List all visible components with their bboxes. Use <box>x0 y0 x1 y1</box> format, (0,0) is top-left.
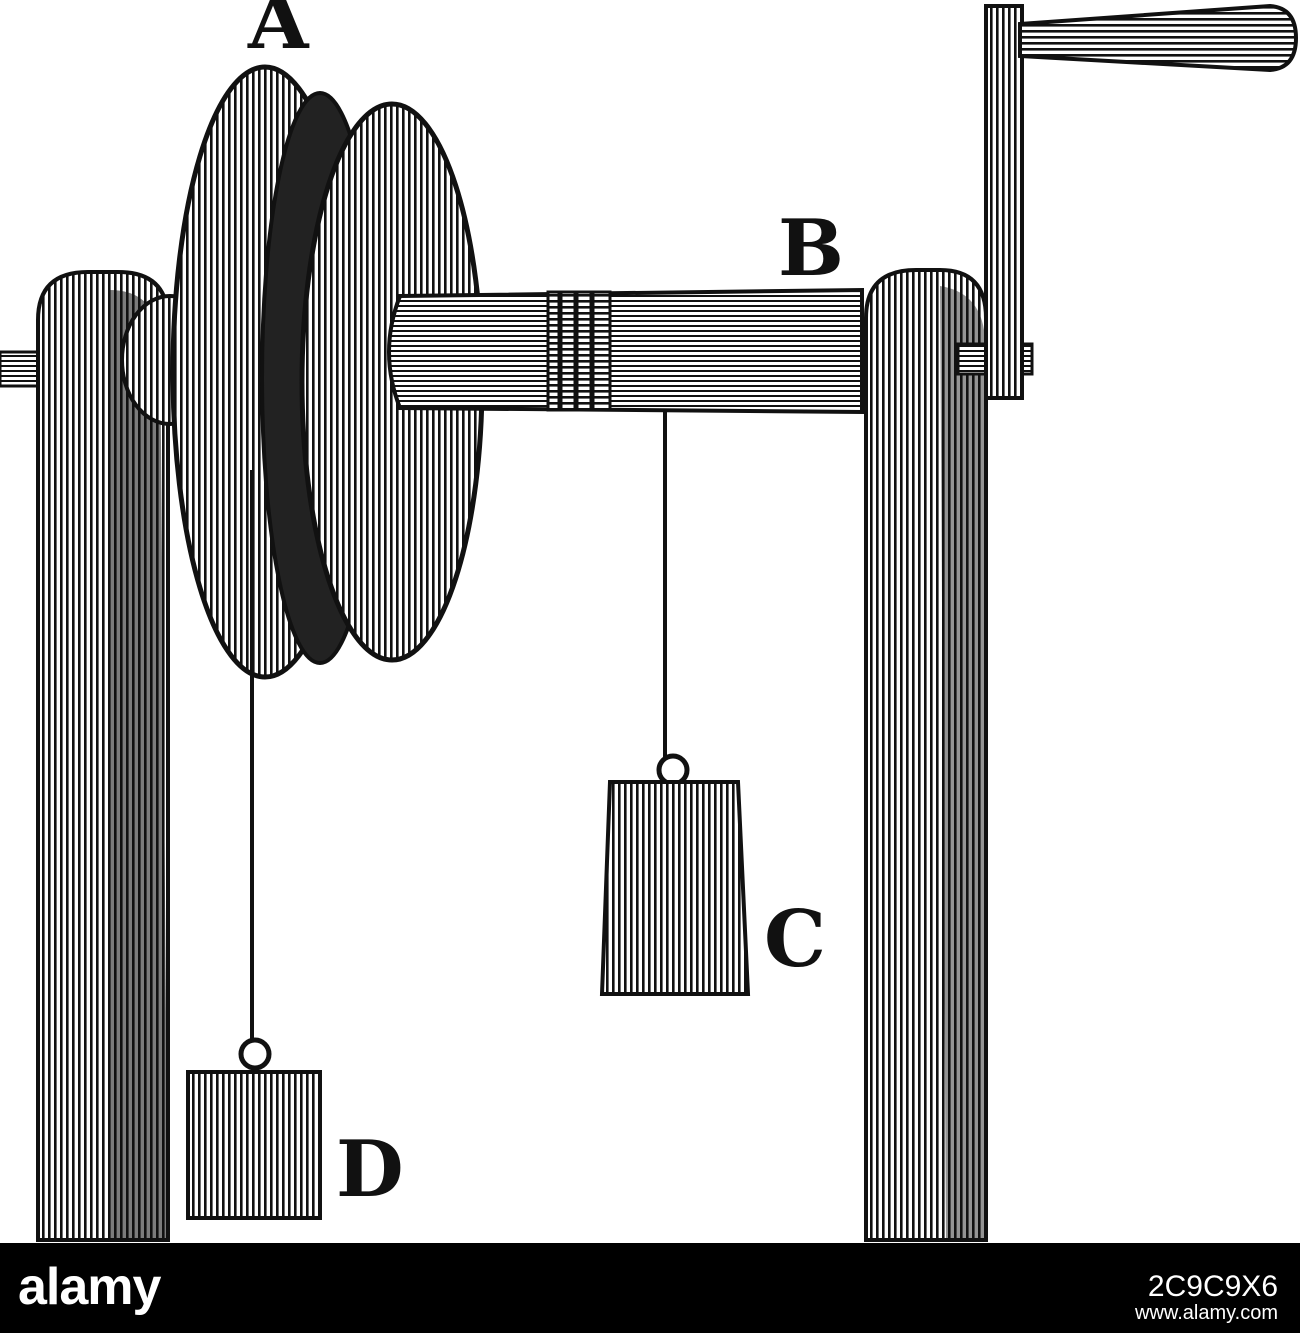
label-c: C <box>764 894 826 985</box>
label-b: B <box>778 203 844 294</box>
crank <box>956 3 1299 400</box>
watermark-footer: alamy 2C9C9X6 www.alamy.com <box>0 1243 1300 1333</box>
image-id: 2C9C9X6 <box>1147 1270 1278 1303</box>
site-url: www.alamy.com <box>1135 1302 1278 1324</box>
weight-d <box>186 1037 322 1220</box>
brand-logo: alamy <box>18 1258 161 1316</box>
left-post <box>36 270 170 1242</box>
axle <box>387 287 864 415</box>
wheel-and-axle-illustration: A B C D <box>0 0 1300 1243</box>
weight-c <box>599 753 751 996</box>
right-post <box>864 268 988 1242</box>
label-a: A <box>247 0 310 67</box>
label-d: D <box>336 1124 404 1215</box>
